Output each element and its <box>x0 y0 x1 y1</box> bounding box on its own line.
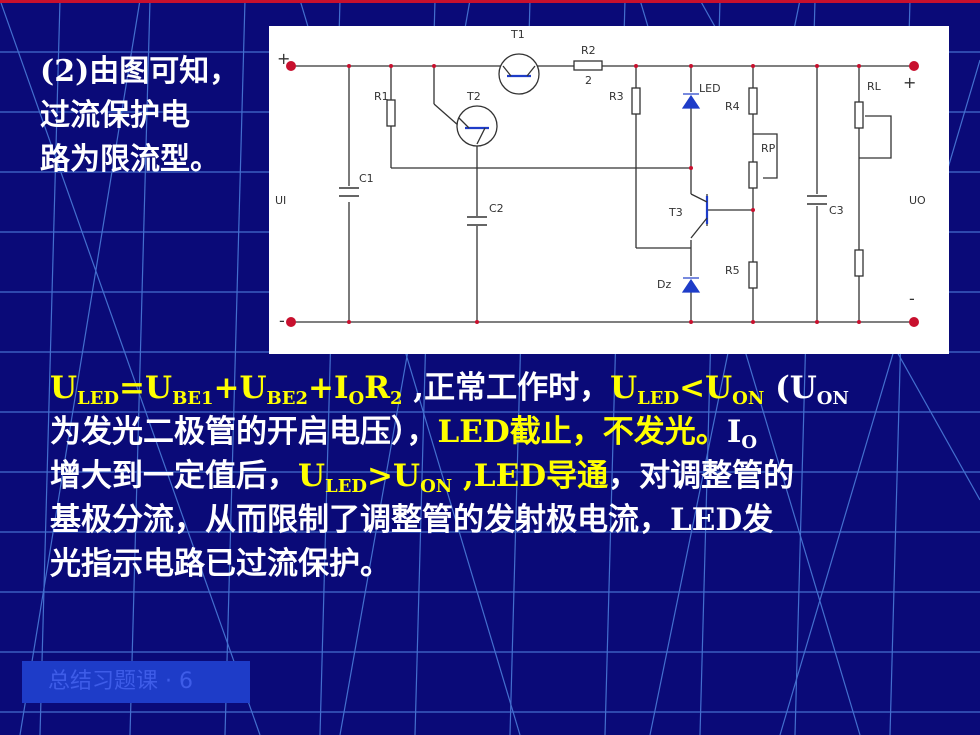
label-r4: R4 <box>725 100 740 113</box>
label-input-plus: + <box>277 49 290 68</box>
slide-footer: 总结习题课 · 6 <box>22 661 250 703</box>
label-r3: R3 <box>609 90 624 103</box>
intro-text: (2)由图可知， 过流保护电 路为限流型。 <box>40 50 268 182</box>
circuit-diagram: T1 T2 T3 R1 R2 2 R3 R4 R5 RP RL LED Dz C… <box>269 26 949 354</box>
label-output-minus: - <box>909 289 915 308</box>
label-rp: RP <box>761 142 776 155</box>
label-input-minus: - <box>279 311 285 330</box>
label-rl: RL <box>867 80 882 93</box>
explanation-line-3: 增大到一定值后，ULED>UON ,LED导通，对调整管的 <box>50 458 795 497</box>
intro-line-2: 过流保护电 <box>40 98 190 133</box>
label-r5: R5 <box>725 264 740 277</box>
explanation-line-4: 基极分流，从而限制了调整管的发射极电流，LED发 <box>50 502 774 538</box>
label-led: LED <box>699 82 721 95</box>
label-output-plus: + <box>903 73 916 92</box>
explanation-line-1: ULED=UBE1+UBE2+IOR2 ,正常工作时，ULED<UON (UON <box>50 370 849 409</box>
label-r1: R1 <box>374 90 389 103</box>
label-r2: R2 <box>581 44 596 57</box>
label-r2-value: 2 <box>585 74 592 87</box>
label-t2: T2 <box>466 90 481 103</box>
top-accent-bar <box>0 0 980 3</box>
label-c2: C2 <box>489 202 504 215</box>
label-c1: C1 <box>359 172 374 185</box>
label-t1: T1 <box>510 28 525 41</box>
intro-line-3: 路为限流型。 <box>40 142 220 177</box>
intro-prefix: (2) <box>40 54 90 89</box>
label-c3: C3 <box>829 204 844 217</box>
label-ui: UI <box>275 194 286 207</box>
label-dz: Dz <box>657 278 671 291</box>
explanation-line-5: 光指示电路已过流保护。 <box>50 546 391 582</box>
explanation-text: ULED=UBE1+UBE2+IOR2 ,正常工作时，ULED<UON (UON… <box>50 366 950 586</box>
intro-line-1: 由图可知， <box>89 54 240 89</box>
label-uo: UO <box>909 194 926 207</box>
label-t3: T3 <box>668 206 683 219</box>
explanation-line-2: 为发光二极管的开启电压），LED截止，不发光。IO <box>50 414 758 453</box>
